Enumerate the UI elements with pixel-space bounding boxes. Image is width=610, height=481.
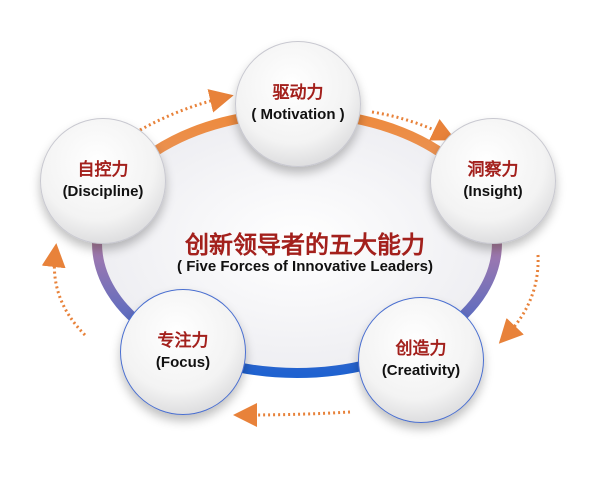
node-label-zh: 专注力 [157, 331, 209, 350]
arrow-creativity-focus [233, 402, 351, 427]
node-label-zh: 创造力 [395, 339, 447, 358]
diagram-subtitle: ( Five Forces of Innovative Leaders) [177, 258, 433, 275]
node-label-zh: 洞察力 [467, 160, 519, 179]
node-label-en: ( Motivation ) [251, 106, 345, 123]
node-discipline: 自控力 (Discipline) [40, 118, 166, 244]
node-insight: 洞察力 (Insight) [430, 118, 556, 244]
node-label-zh: 驱动力 [272, 83, 324, 102]
node-label-en: (Creativity) [381, 362, 461, 379]
diagram-title: 创新领导者的五大能力 [185, 232, 425, 259]
node-motivation: 驱动力 ( Motivation ) [235, 41, 361, 167]
arrow-focus-discipline [41, 243, 87, 337]
node-label-en: (Focus) [155, 354, 211, 371]
node-focus: 专注力 (Focus) [120, 289, 246, 415]
node-label-en: (Insight) [463, 183, 523, 200]
node-creativity: 创造力 (Creativity) [358, 297, 484, 423]
node-label-zh: 自控力 [77, 160, 129, 179]
node-label-en: (Discipline) [62, 183, 144, 200]
